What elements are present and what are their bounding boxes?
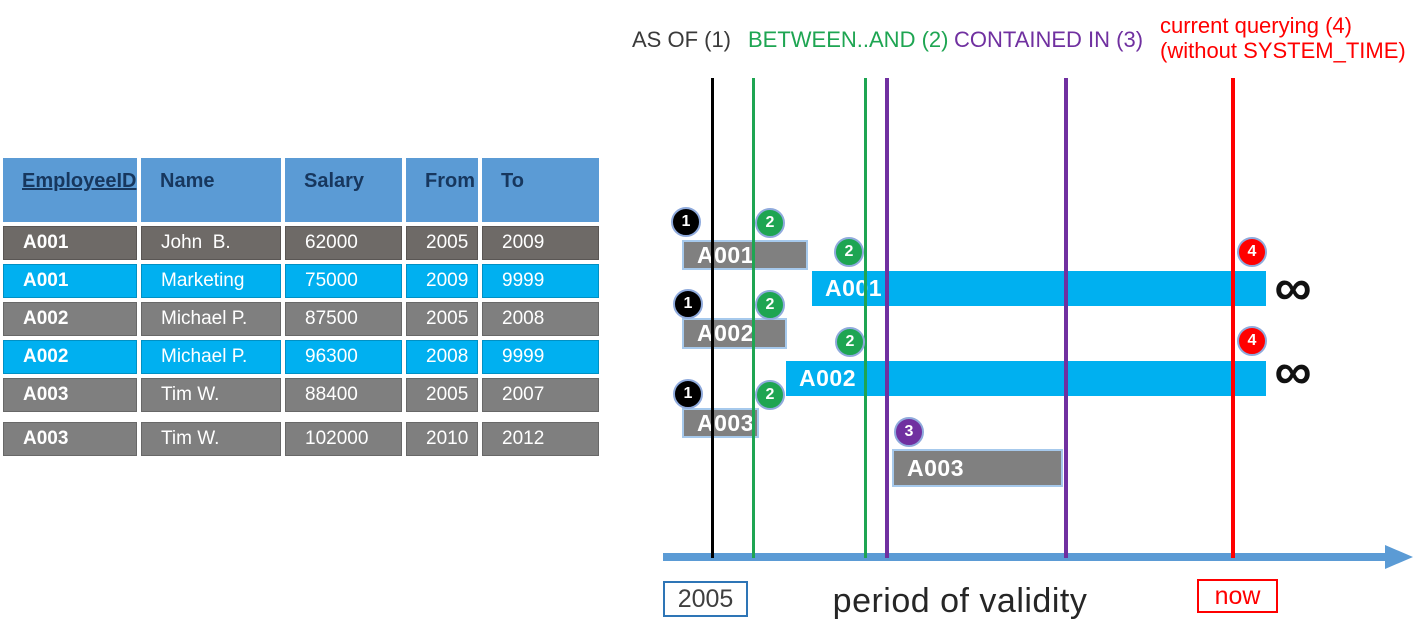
contained-end-line [1064,78,1068,558]
cell-salary: 88400 [285,378,402,412]
column-header-from: From [406,158,478,222]
contained-start-line [885,78,889,558]
cell-name: Tim W. [141,378,281,412]
cell-to: 2012 [482,422,599,456]
bar-label: A001 [697,241,754,268]
bar-label: A002 [799,365,856,391]
start-year-box: 2005 [663,581,748,617]
cell-name: Marketing [141,264,281,298]
validity-bar-a003: A003 [892,449,1063,487]
legend-contained-in-text: CONTAINED IN (3) [954,27,1144,52]
legend-as-of-text: AS OF (1) [632,27,732,52]
cell-from: 2008 [406,340,478,374]
marker-2: 2 [835,327,865,357]
between-end-line [864,78,867,558]
axis-caption: period of validity [832,582,1088,620]
bar-label: A002 [697,320,754,346]
now-line [1231,78,1235,558]
legend-current-querying: current querying (4)(without SYSTEM_TIME… [1160,13,1406,63]
validity-bar-a003: A003 [682,408,759,438]
legend-between-and-text: BETWEEN..AND (2) [748,27,949,52]
cell-salary: 102000 [285,422,402,456]
marker-4: 4 [1237,237,1267,267]
cell-employeeid: A003 [3,378,137,412]
validity-bar-a001: A001 [812,271,1266,306]
bar-label: A003 [697,409,754,436]
cell-to: 2008 [482,302,599,336]
legend-current-querying-text: (without SYSTEM_TIME) [1160,38,1406,63]
column-header-employeeid: EmployeeID [3,158,137,222]
marker-2: 2 [755,380,785,410]
marker-2: 2 [834,237,864,267]
legend-as-of: AS OF (1) [632,27,731,52]
cell-employeeid: A001 [3,264,137,298]
cell-name: Michael P. [141,302,281,336]
infinity-icon: ∞ [1274,343,1312,401]
cell-salary: 87500 [285,302,402,336]
cell-to: 9999 [482,264,599,298]
now-box: now [1197,579,1278,613]
cell-employeeid: A002 [3,340,137,374]
cell-from: 2009 [406,264,478,298]
time-axis-arrowhead [1385,545,1413,569]
marker-1: 1 [671,207,701,237]
infinity-icon: ∞ [1274,259,1312,317]
cell-to: 9999 [482,340,599,374]
marker-2: 2 [755,290,785,320]
bar-label: A003 [907,454,964,481]
marker-2: 2 [755,208,785,238]
marker-1: 1 [673,289,703,319]
cell-employeeid: A001 [3,226,137,260]
column-header-name: Name [141,158,281,222]
cell-name: Michael P. [141,340,281,374]
cell-name: Tim W. [141,422,281,456]
legend-between-and: BETWEEN..AND (2) [748,27,948,52]
start-year-label: 2005 [677,584,734,613]
cell-salary: 75000 [285,264,402,298]
time-axis [663,553,1385,561]
legend-current-querying-text: current querying (4) [1160,13,1352,38]
cell-name: John B. [141,226,281,260]
cell-salary: 62000 [285,226,402,260]
column-header-salary: Salary [285,158,402,222]
cell-from: 2005 [406,226,478,260]
column-header-to: To [482,158,599,222]
validity-bar-a001: A001 [682,240,808,270]
cell-from: 2005 [406,378,478,412]
cell-from: 2005 [406,302,478,336]
cell-to: 2009 [482,226,599,260]
marker-4: 4 [1237,326,1267,356]
validity-bar-a002: A002 [682,318,787,349]
validity-bar-a002: A002 [786,361,1266,396]
as-of-line [711,78,714,558]
cell-employeeid: A003 [3,422,137,456]
cell-salary: 96300 [285,340,402,374]
cell-employeeid: A002 [3,302,137,336]
marker-3: 3 [894,417,924,447]
marker-1: 1 [673,379,703,409]
legend-contained-in: CONTAINED IN (3) [954,27,1143,52]
cell-from: 2010 [406,422,478,456]
cell-to: 2007 [482,378,599,412]
bar-label: A001 [825,275,882,301]
between-start-line [752,78,755,558]
now-label: now [1214,581,1261,610]
